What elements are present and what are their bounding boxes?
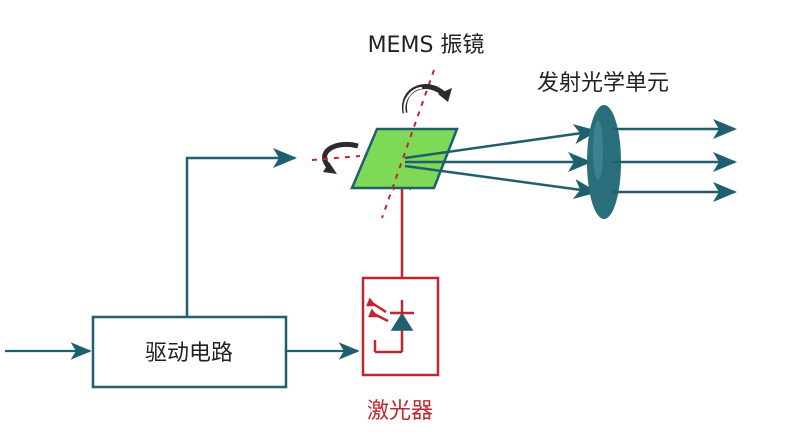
output-beam-lower — [404, 164, 598, 199]
rotation-arrow-side-icon — [322, 142, 359, 170]
driver-circuit-label: 驱动电路 — [145, 341, 233, 366]
output-beam-upper — [404, 124, 598, 160]
drive-signal-arrow — [185, 148, 297, 317]
rotation-arrow-top-icon — [402, 84, 447, 114]
mems-mirror-label: MEMS 振镜 — [368, 33, 485, 58]
laser-diode-icon — [366, 297, 414, 354]
mirror-rotation-axis — [381, 69, 435, 219]
emitter-optics-label: 发射光学单元 — [537, 71, 669, 96]
mirror-secondary-axis — [311, 155, 361, 161]
mems-mirror — [350, 127, 459, 190]
laser-label: 激光器 — [367, 399, 433, 424]
